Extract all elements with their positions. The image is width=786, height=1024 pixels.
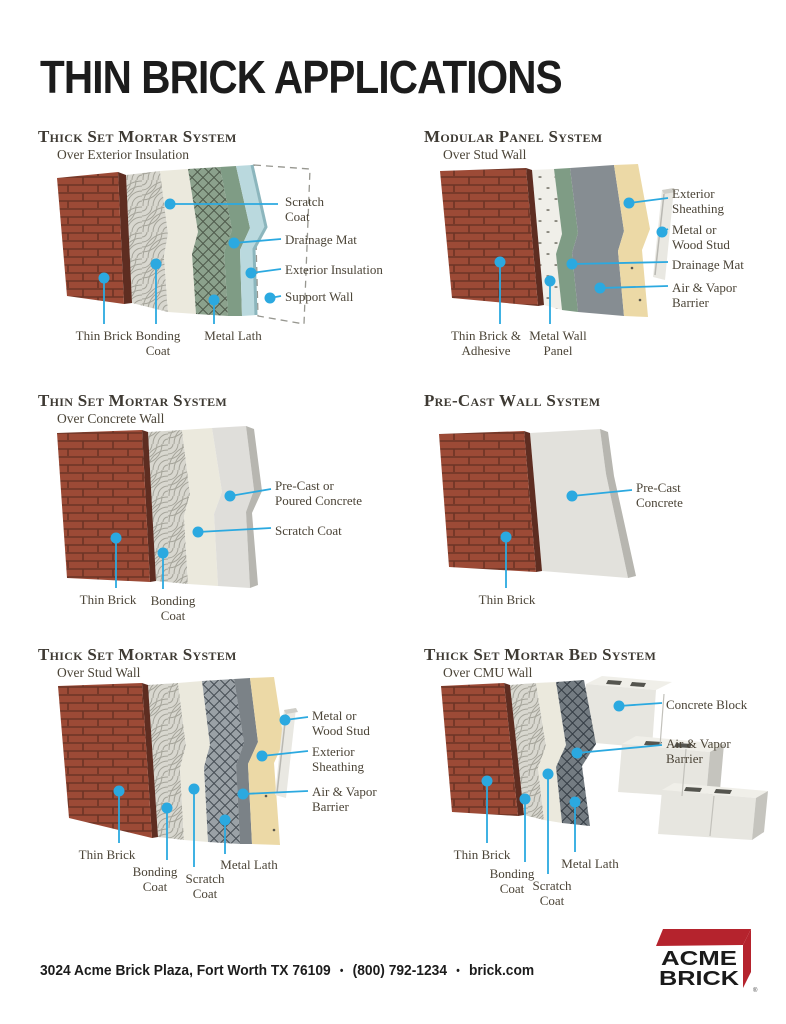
drainage-mat-layer	[554, 168, 578, 312]
footer-phone: (800) 792-1234	[352, 962, 448, 979]
section-title: Thick Set Mortar System	[38, 645, 237, 664]
air-vapor-barrier-layer	[570, 165, 624, 316]
callout-metal-wood-stud: Metal or Wood Stud	[312, 708, 370, 739]
footer-address: 3024 Acme Brick Plaza, Fort Worth TX 761…	[40, 962, 331, 979]
callout-metal-wall-panel: Metal Wall Panel	[529, 328, 587, 359]
section-thin-set-concrete: Thin Set Mortar System Over Concrete Wal…	[38, 391, 396, 624]
acme-brick-logo-icon: ACME BRICK ®	[656, 929, 758, 994]
logo-text-acme: ACME	[661, 948, 737, 970]
section-thick-set-exterior-insulation: Thick Set Mortar System Over Exterior In…	[38, 128, 396, 364]
air-vapor-barrier-layer	[234, 678, 258, 844]
section-precast-wall: Pre-Cast Wall System Pre-Cast Concrete T…	[424, 392, 782, 622]
metal-lath-layer	[556, 680, 596, 826]
footer-contact-line: 3024 Acme Brick Plaza, Fort Worth TX 761…	[40, 962, 534, 979]
exterior-sheathing-layer	[614, 164, 650, 317]
section-subtitle: Over Exterior Insulation	[57, 147, 189, 162]
metal-wall-panel-layer	[532, 169, 562, 310]
section-subtitle: Over Concrete Wall	[57, 411, 165, 426]
section-title: Thin Set Mortar System	[38, 391, 228, 410]
exterior-insulation-layer	[236, 165, 266, 316]
callout-leaders	[500, 489, 633, 588]
callout-bonding-coat: Bonding Coat	[489, 866, 535, 897]
stud-layer	[653, 188, 674, 280]
callout-support-wall: Support Wall	[285, 289, 354, 304]
callout-exterior-sheathing: Exterior Sheathing	[672, 186, 724, 217]
bonding-coat-layer	[148, 430, 190, 584]
callout-air-vapor-barrier: Air & Vapor Barrier	[312, 784, 377, 815]
callout-leaders	[98, 198, 282, 324]
callout-thin-brick: Thin Brick	[78, 847, 136, 862]
callout-scratch-coat: Scratch Coat	[285, 194, 324, 225]
thin-brick-layer	[440, 168, 538, 306]
bullet-separator-icon: •	[339, 965, 344, 977]
callout-metal-lath: Metal Lath	[220, 857, 278, 872]
page-title: THIN BRICK APPLICATIONS	[40, 51, 563, 103]
thin-brick-layer	[439, 431, 536, 572]
callout-metal-wood-stud: Metal or Wood Stud	[672, 222, 730, 253]
section-title: Modular Panel System	[424, 127, 603, 146]
callout-scratch-coat: Scratch Coat	[185, 871, 225, 902]
callout-concrete-block: Concrete Block	[666, 697, 748, 712]
callout-precast-poured-concrete: Pre-Cast or Poured Concrete	[275, 478, 363, 509]
metal-lath-layer	[202, 679, 244, 844]
callout-thin-brick: Thin Brick	[453, 847, 511, 862]
stud-layer	[275, 708, 296, 798]
callout-exterior-insulation: Exterior Insulation	[285, 262, 383, 277]
concrete-layer	[212, 426, 254, 588]
logo-text-brick: BRICK	[659, 968, 740, 990]
footer-website: brick.com	[468, 962, 535, 979]
section-thick-set-cmu: Thick Set Mortar Bed System Over CMU Wal…	[424, 645, 782, 908]
callout-thin-brick: Thin Brick	[478, 592, 536, 607]
bonding-coat-layer	[148, 683, 186, 840]
callout-drainage-mat: Drainage Mat	[672, 257, 744, 272]
metal-lath-layer	[188, 167, 232, 316]
bullet-separator-icon: •	[456, 965, 460, 977]
callout-metal-lath: Metal Lath	[204, 328, 262, 343]
callout-bonding-coat: Bonding Coat	[132, 864, 178, 895]
thin-brick-layer	[57, 172, 124, 304]
section-subtitle: Over Stud Wall	[57, 665, 141, 680]
registered-mark: ®	[753, 987, 758, 994]
scratch-coat-layer	[182, 428, 222, 586]
callout-scratch-coat: Scratch Coat	[275, 523, 342, 538]
callout-air-vapor-barrier: Air & Vapor Barrier	[672, 280, 737, 311]
scratch-coat-layer	[536, 682, 566, 823]
thin-brick-layer	[57, 430, 150, 582]
callout-scratch-coat: Scratch Coat	[532, 878, 572, 909]
acme-brick-logo: ACME BRICK ®	[650, 924, 762, 1001]
section-title: Thick Set Mortar System	[38, 127, 237, 146]
bonding-coat-layer	[126, 171, 168, 312]
concrete-panel-layer	[530, 429, 628, 578]
thin-brick-layer	[58, 683, 152, 838]
callout-exterior-sheathing: Exterior Sheathing	[312, 744, 364, 775]
wall-diagram-precast-wall	[439, 429, 636, 588]
section-modular-panel: Modular Panel System Over Stud Wall Exte…	[424, 128, 782, 364]
callout-bonding-coat: Bonding Coat	[150, 593, 196, 624]
callout-precast-concrete: Pre-Cast Concrete	[636, 480, 683, 511]
callout-bonding-coat: Bonding Coat	[135, 328, 181, 359]
section-subtitle: Over Stud Wall	[443, 147, 527, 162]
callout-thin-brick: Thin Brick	[75, 328, 133, 343]
bonding-coat-layer	[510, 683, 546, 820]
section-thick-set-stud: Thick Set Mortar System Over Stud Wall M…	[38, 645, 396, 901]
callout-air-vapor-barrier: Air & Vapor Barrier	[666, 736, 731, 767]
thin-brick-layer	[441, 683, 518, 816]
callout-leaders	[494, 197, 669, 324]
exterior-sheathing-layer	[248, 677, 284, 845]
callout-thin-brick-adhesive: Thin Brick & Adhesive	[450, 328, 522, 359]
callout-leaders	[110, 488, 272, 589]
callout-metal-lath: Metal Lath	[561, 856, 619, 871]
callout-leaders	[113, 714, 309, 867]
section-title: Pre-Cast Wall System	[424, 391, 601, 410]
scratch-coat-layer	[160, 169, 198, 314]
callout-thin-brick: Thin Brick	[79, 592, 137, 607]
section-title: Thick Set Mortar Bed System	[424, 645, 657, 664]
callout-drainage-mat: Drainage Mat	[285, 232, 357, 247]
section-subtitle: Over CMU Wall	[443, 665, 533, 680]
scratch-coat-layer	[178, 681, 210, 842]
drainage-mat-layer	[220, 166, 250, 316]
